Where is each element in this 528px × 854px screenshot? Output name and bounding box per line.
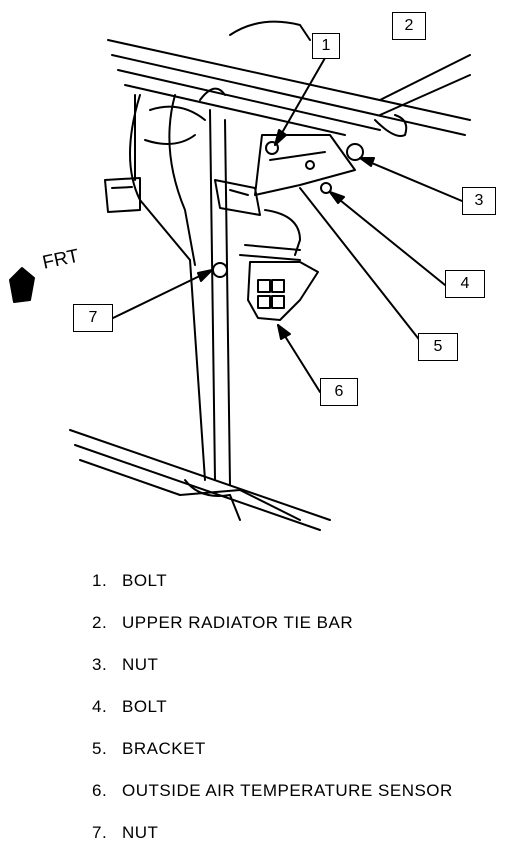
- legend-text: OUTSIDE AIR TEMPERATURE SENSOR: [122, 781, 453, 800]
- upper-connector: [214, 179, 261, 216]
- legend-number: 4.: [92, 697, 108, 716]
- callout-3: 3: [462, 187, 496, 215]
- legend-text: NUT: [122, 655, 159, 674]
- legend-text: BRACKET: [122, 739, 206, 758]
- legend-number: 7.: [92, 823, 108, 842]
- nut-3: [346, 143, 364, 161]
- legend-item: 3. NUT: [92, 644, 453, 686]
- parts-diagram: [9, 20, 471, 531]
- left-clip: [104, 177, 141, 213]
- legend-text: BOLT: [122, 571, 168, 590]
- legend-item: 4. BOLT: [92, 686, 453, 728]
- callout-1: 1: [312, 33, 340, 59]
- legend-number: 3.: [92, 655, 108, 674]
- lower-crossmember: [69, 429, 331, 531]
- legend-item: 2. UPPER RADIATOR TIE BAR: [92, 602, 453, 644]
- legend-text: UPPER RADIATOR TIE BAR: [122, 613, 354, 632]
- upper-radiator-tie-bar: [107, 20, 471, 137]
- legend-number: 2.: [92, 613, 108, 632]
- legend-number: 6.: [92, 781, 108, 800]
- callout-4: 4: [445, 270, 485, 298]
- legend-text: BOLT: [122, 697, 168, 716]
- leader-arrowheads: [197, 129, 375, 340]
- bolt-4: [320, 182, 332, 194]
- parts-legend: 1. BOLT 2. UPPER RADIATOR TIE BAR 3. NUT 4.…: [92, 560, 453, 854]
- front-arrow-icon: [9, 267, 35, 303]
- legend-item: 1. BOLT: [92, 560, 453, 602]
- bracket: [254, 134, 356, 196]
- radiator-support-post: [129, 87, 231, 486]
- callout-5: 5: [418, 333, 458, 361]
- legend-number: 1.: [92, 571, 108, 590]
- nut-7: [212, 262, 228, 278]
- legend-item: 6. OUTSIDE AIR TEMPERATURE SENSOR: [92, 770, 453, 812]
- outside-air-temperature-sensor: [247, 261, 319, 321]
- callout-2: 2: [392, 12, 426, 40]
- legend-item: 5. BRACKET: [92, 728, 453, 770]
- callout-7: 7: [73, 304, 113, 332]
- legend-text: NUT: [122, 823, 159, 842]
- legend-item: 7. NUT: [92, 812, 453, 854]
- sensor-harness: [239, 209, 301, 261]
- callout-6: 6: [320, 378, 358, 406]
- legend-number: 5.: [92, 739, 108, 758]
